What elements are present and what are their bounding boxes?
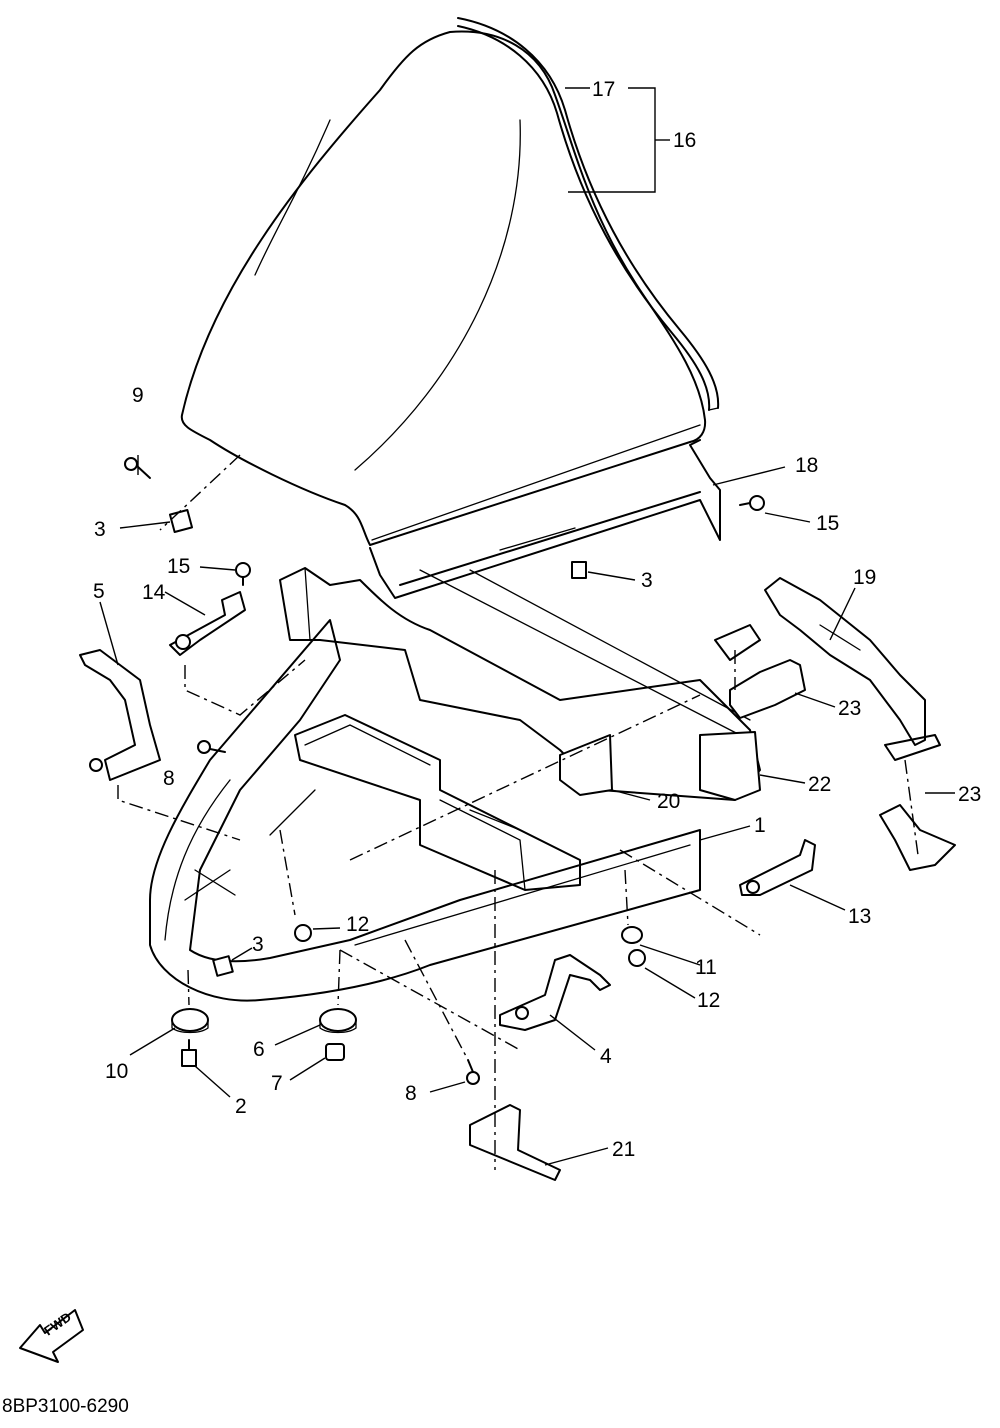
callout-21: 21: [612, 1138, 635, 1161]
callout-17: 17: [592, 78, 615, 101]
callout-9: 9: [132, 384, 144, 407]
callout-22: 22: [808, 773, 831, 796]
center-cover-part-22: [699, 731, 761, 801]
callout-12-left: 12: [346, 913, 369, 936]
callout-19: 19: [853, 566, 876, 589]
callout-7: 7: [271, 1072, 283, 1095]
instrument-box: [294, 714, 581, 891]
small-cover-part-20: [559, 734, 613, 796]
callout-2: 2: [235, 1095, 247, 1118]
assembly-lines: [117, 454, 919, 1170]
callout-labels: 1 2 3 3 3 4 5 6 7 8 8 9 10 11 12 12 13 1…: [93, 78, 981, 1161]
callout-10: 10: [105, 1060, 128, 1083]
bracket-part-5: [79, 649, 161, 781]
main-stay-part-1: [149, 619, 701, 1002]
callout-8-lower: 8: [405, 1082, 417, 1105]
callout-23-lower: 23: [958, 783, 981, 806]
arm-part-19: [714, 577, 941, 761]
windshield-molding-part-17: [457, 17, 720, 411]
callout-4: 4: [600, 1045, 612, 1068]
callout-1: 1: [754, 814, 766, 837]
fwd-arrow-icon: FWD: [19, 1309, 84, 1363]
callout-18: 18: [795, 454, 818, 477]
callout-8-left: 8: [163, 767, 175, 790]
lower-bracket-part-21: [469, 1104, 561, 1181]
bracket-part-23-upper: [729, 659, 806, 719]
lower-trim-part-18: [369, 439, 721, 599]
callout-23-upper: 23: [838, 697, 861, 720]
diagram-code: 8BP3100-6290: [2, 1396, 129, 1417]
bracket-part-4: [499, 954, 611, 1031]
bracket-part-14: [169, 591, 246, 656]
bracket-part-13: [739, 839, 816, 896]
callout-6: 6: [253, 1038, 265, 1061]
callout-20: 20: [657, 790, 680, 813]
callout-16: 16: [673, 129, 696, 152]
inner-cowl-duct: [279, 567, 761, 801]
leader-lines: [99, 87, 955, 1166]
callout-3-upper-left: 3: [94, 518, 106, 541]
hardware: [124, 457, 765, 1085]
callout-5: 5: [93, 580, 105, 603]
callout-3-lower: 3: [252, 933, 264, 956]
callout-11: 11: [695, 956, 717, 979]
callout-15-left: 15: [167, 555, 190, 578]
callout-12-right: 12: [697, 989, 720, 1012]
callout-14: 14: [142, 581, 166, 604]
callout-13: 13: [848, 905, 871, 928]
callout-3-center: 3: [641, 569, 653, 592]
bracket-part-23-lower: [879, 804, 956, 871]
callout-15-right: 15: [816, 512, 839, 535]
windshield-part-16: [180, 30, 707, 546]
